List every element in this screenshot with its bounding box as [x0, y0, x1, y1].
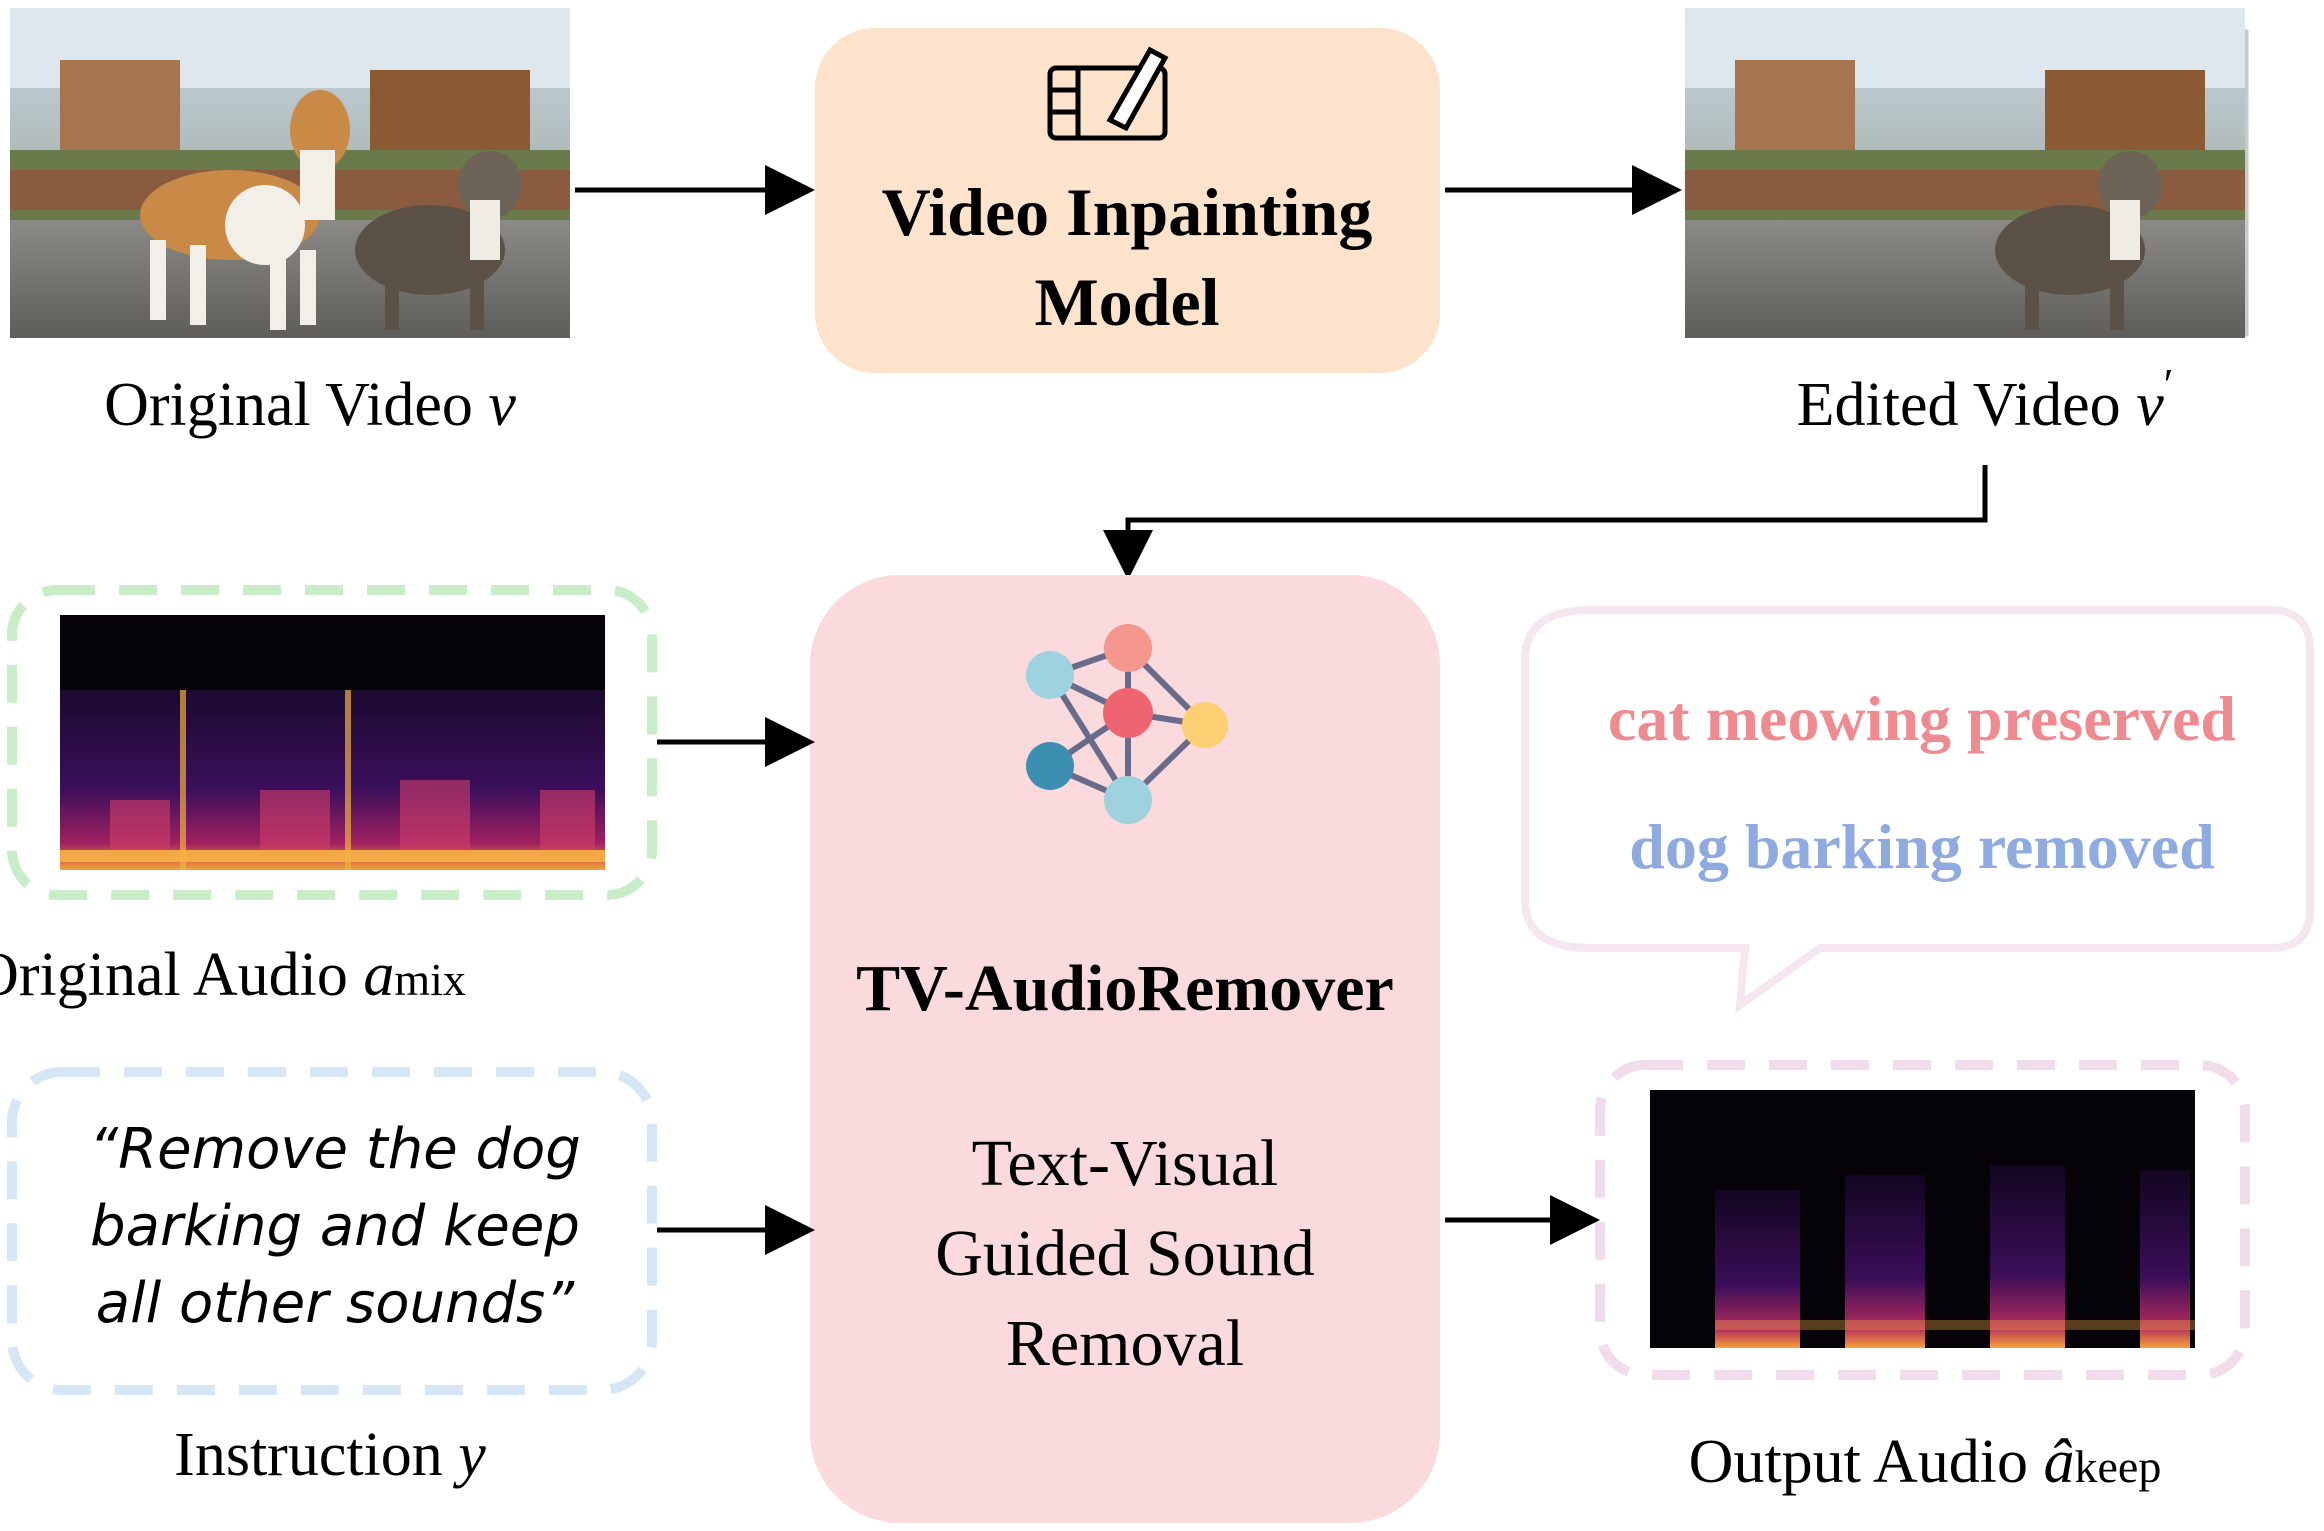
audio-remover-box [810, 575, 1440, 1523]
output-audio-label: Output Audio âkeep [1689, 1428, 2162, 1496]
original-spectrogram [60, 615, 605, 870]
neural-network-icon [1026, 624, 1228, 824]
arrow-edited-to-remover [1103, 465, 1988, 580]
inpainting-title-line1: Video Inpainting [882, 174, 1373, 250]
edited-video-image [1685, 8, 2245, 338]
original-video-frames [10, 8, 572, 340]
output-audio-frame [1595, 1060, 2250, 1380]
edited-video-label: Edited Video v′ [1797, 360, 2174, 439]
result-speech-bubble [1521, 606, 2314, 1014]
original-video-image [10, 8, 570, 338]
instruction-line1: “Remove the dog [89, 1117, 581, 1182]
instruction-label: Instruction y [174, 1421, 486, 1489]
remover-title: TV-AudioRemover [856, 952, 1394, 1025]
cat-preserved-text: cat meowing preserved [1608, 683, 2236, 754]
inpainting-model-box [815, 28, 1440, 373]
original-audio-label: Original Audio amix [0, 941, 466, 1009]
output-spectrogram [1650, 1090, 2195, 1348]
instruction-frame [7, 1067, 657, 1395]
inpainting-title-line2: Model [1034, 264, 1219, 340]
original-video-label: Original Video v [104, 371, 516, 439]
original-audio-frame [7, 585, 657, 900]
instruction-line2: barking and keep [90, 1194, 580, 1259]
remover-desc-line1: Text-Visual [972, 1127, 1279, 1200]
instruction-line3: all other sounds” [96, 1271, 575, 1336]
edited-video-frames [1685, 8, 2252, 340]
remover-desc-line3: Removal [1006, 1307, 1244, 1380]
dog-removed-text: dog barking removed [1629, 811, 2215, 882]
edit-icon [1047, 46, 1169, 141]
remover-desc-line2: Guided Sound [935, 1217, 1315, 1290]
